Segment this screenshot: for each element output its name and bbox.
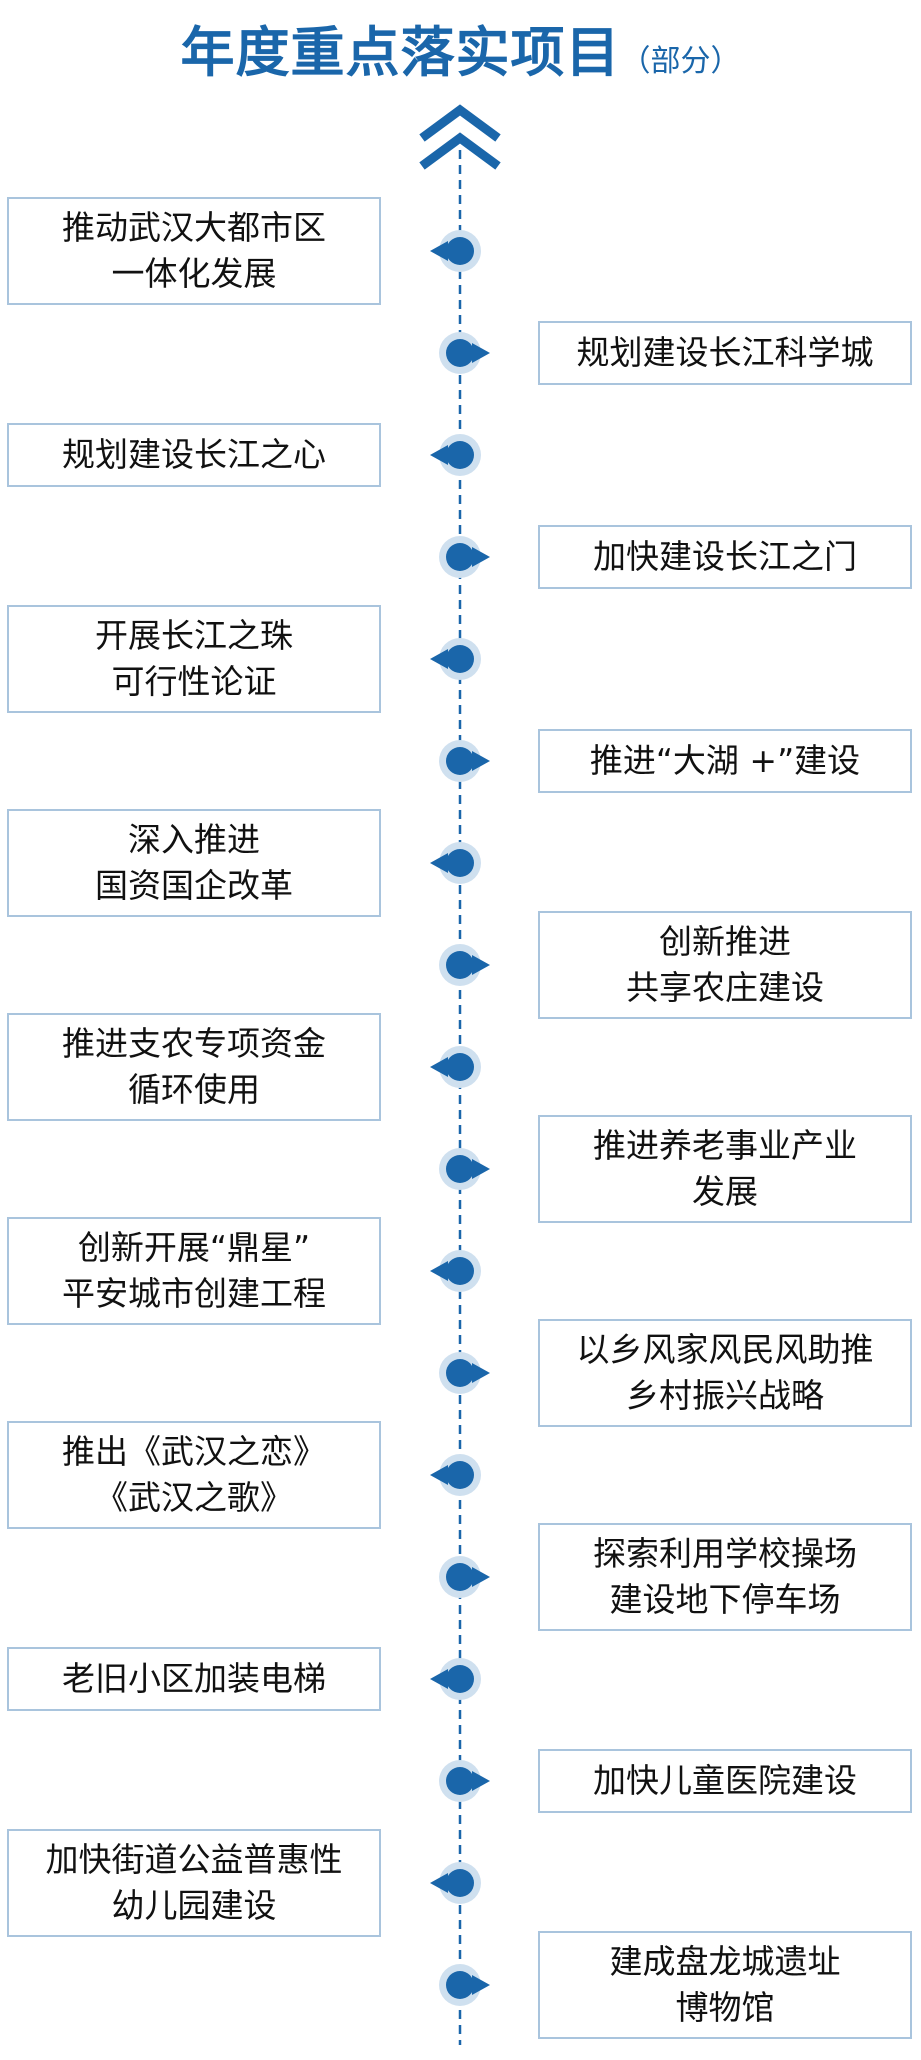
timeline-dot-pointer (472, 343, 490, 363)
timeline-item: 创新推进 共享农庄建设 (538, 911, 912, 1019)
timeline-item: 开展长江之珠 可行性论证 (7, 605, 381, 713)
timeline-dot-pointer (430, 1261, 448, 1281)
timeline-dot (446, 1563, 474, 1591)
timeline-item: 推动武汉大都市区 一体化发展 (7, 197, 381, 305)
page-title: 年度重点落实项目（部分） (0, 8, 921, 87)
title-sub: （部分） (620, 44, 741, 79)
timeline-dot (446, 1665, 474, 1693)
timeline-dot-pointer (472, 1771, 490, 1791)
timeline-item: 探索利用学校操场 建设地下停车场 (538, 1523, 912, 1631)
timeline-item: 推进“大湖 +”建设 (538, 729, 912, 793)
timeline-item: 老旧小区加装电梯 (7, 1647, 381, 1711)
timeline-dot (446, 1359, 474, 1387)
timeline-dot-pointer (472, 1975, 490, 1995)
timeline-dot-pointer (430, 1873, 448, 1893)
timeline-dot-pointer (472, 1363, 490, 1383)
timeline-dot-pointer (430, 445, 448, 465)
timeline-dot (446, 951, 474, 979)
timeline-item: 规划建设长江科学城 (538, 321, 912, 385)
timeline-dot-pointer (430, 853, 448, 873)
timeline-item: 加快建设长江之门 (538, 525, 912, 589)
chevron-up-icon (419, 104, 501, 142)
timeline-item: 深入推进 国资国企改革 (7, 809, 381, 917)
timeline-dot (446, 1155, 474, 1183)
timeline-dot (446, 747, 474, 775)
timeline-dot-pointer (472, 1567, 490, 1587)
timeline-dot (446, 1461, 474, 1489)
timeline-dots (430, 230, 490, 2006)
timeline-dot-pointer (472, 547, 490, 567)
timeline-dot (446, 849, 474, 877)
timeline-dot-pointer (430, 1057, 448, 1077)
timeline-item: 加快街道公益普惠性 幼儿园建设 (7, 1829, 381, 1937)
timeline-dot-pointer (472, 1159, 490, 1179)
timeline-item: 以乡风家风民风助推 乡村振兴战略 (538, 1319, 912, 1427)
timeline-dot (446, 441, 474, 469)
timeline-dot (446, 339, 474, 367)
timeline-dot (446, 1869, 474, 1897)
timeline-item: 规划建设长江之心 (7, 423, 381, 487)
timeline-item: 推出《武汉之恋》 《武汉之歌》 (7, 1421, 381, 1529)
timeline-dot (446, 1971, 474, 1999)
timeline-dot (446, 1767, 474, 1795)
timeline-item: 建成盘龙城遗址 博物馆 (538, 1931, 912, 2039)
timeline-dot (446, 645, 474, 673)
chevron-up-icon-lower (419, 132, 501, 170)
timeline-dot-pointer (430, 1465, 448, 1485)
timeline-dot (446, 1257, 474, 1285)
title-main: 年度重点落实项目 (180, 21, 621, 84)
timeline-item: 创新开展“鼎星” 平安城市创建工程 (7, 1217, 381, 1325)
timeline-dot (446, 237, 474, 265)
timeline-item: 推进支农专项资金 循环使用 (7, 1013, 381, 1121)
timeline-item: 推进养老事业产业 发展 (538, 1115, 912, 1223)
timeline-item: 加快儿童医院建设 (538, 1749, 912, 1813)
timeline-dot-pointer (430, 241, 448, 261)
timeline-dot (446, 1053, 474, 1081)
timeline-dot-pointer (430, 649, 448, 669)
timeline-dot-pointer (430, 1669, 448, 1689)
timeline-dot-pointer (472, 955, 490, 975)
timeline-dot-pointer (472, 751, 490, 771)
timeline-dot (446, 543, 474, 571)
